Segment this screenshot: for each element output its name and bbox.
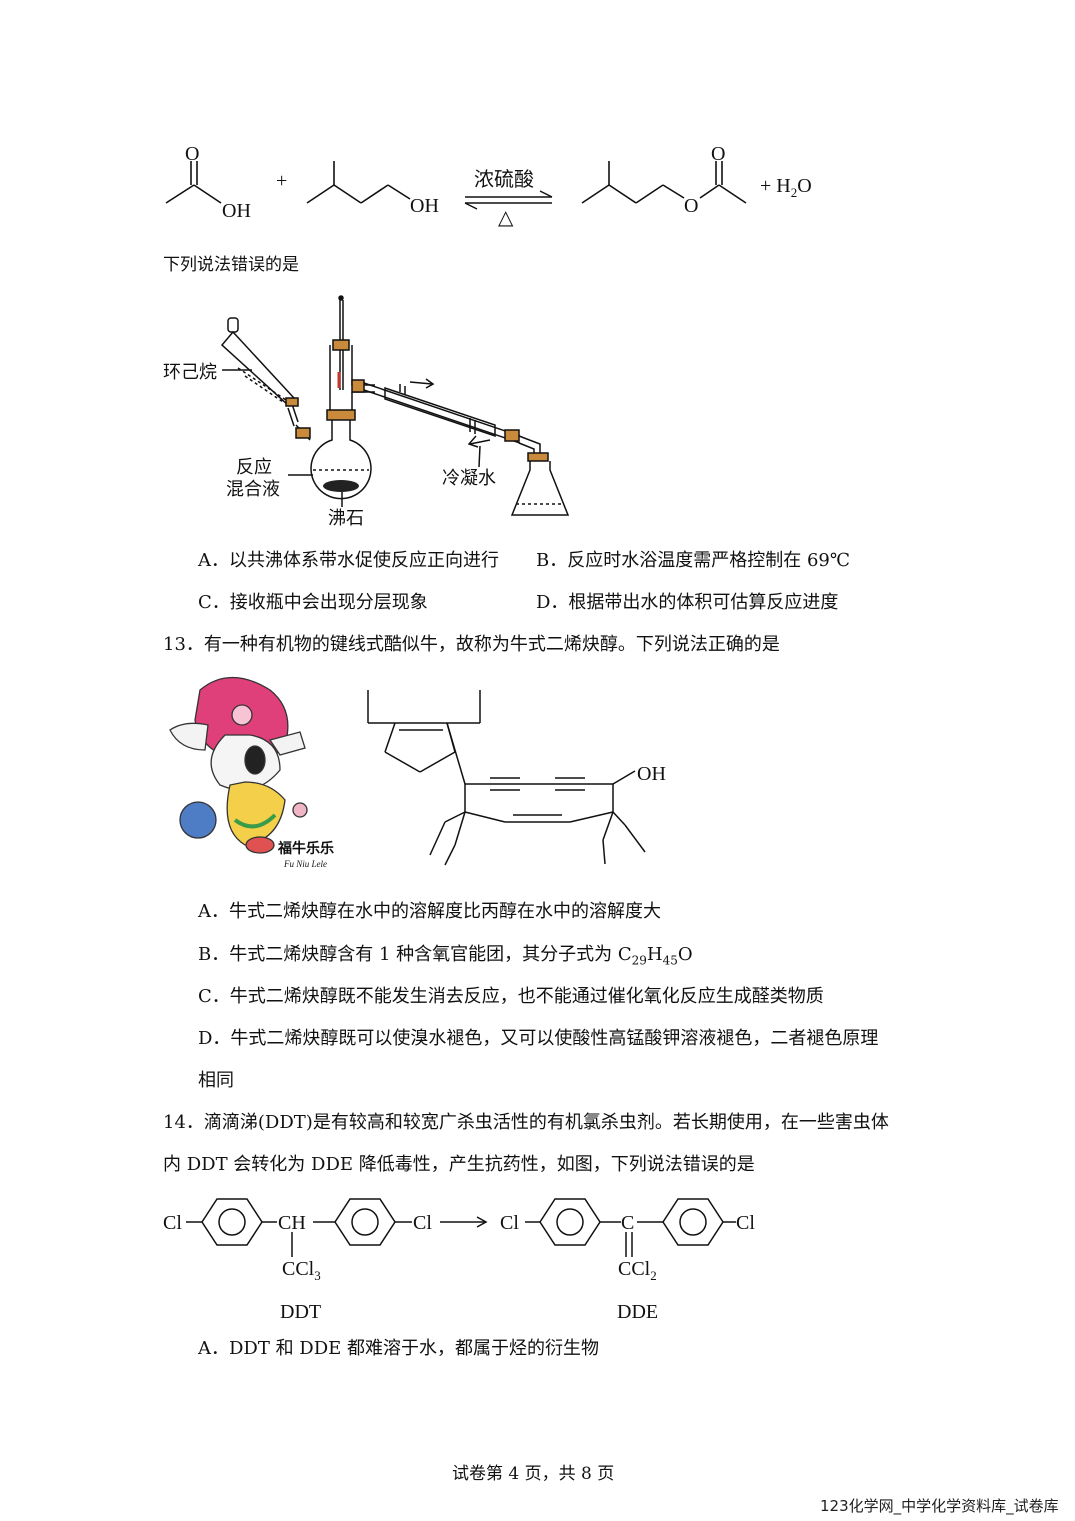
water-product: + H2O [760, 175, 812, 200]
condenser [351, 378, 541, 460]
watermark: 123化学网_中学化学资料库_试卷库 [820, 1497, 1059, 1515]
acetic-acid-structure [165, 161, 222, 204]
ddt-ccl3: CCl3 [282, 1258, 321, 1283]
dienynol-oh-label: OH [637, 763, 666, 785]
acid-o-label: O [185, 143, 199, 165]
ester-carbonyl-o-label: O [711, 143, 725, 165]
dde-cl-right: Cl [736, 1212, 755, 1234]
dde-cl-left: Cl [500, 1212, 519, 1234]
q12-option-a: A．以共沸体系带水促使反应正向进行 [198, 550, 499, 571]
dde-ccl2: CCl2 [618, 1258, 657, 1283]
ddt-cl-left: Cl [163, 1212, 182, 1234]
esterification-reaction: O OH + OH 浓硫酸 △ O O + H2O [165, 143, 812, 229]
isoamyl-alcohol-structure [306, 161, 411, 204]
q14-option-a: A．DDT 和 DDE 都难溶于水，都属于烃的衍生物 [198, 1338, 600, 1359]
label-cyclohexane: 环己烷 [163, 362, 217, 382]
ddt-dde-reaction: Cl CH Cl CCl3 DDT Cl C Cl CCl2 DDE [163, 1198, 755, 1323]
q13-option-c: C．牛式二烯炔醇既不能发生消去反应，也不能通过催化氧化反应生成醛类物质 [198, 986, 824, 1007]
q13-option-d-line1: D．牛式二烯炔醇既可以使溴水褪色，又可以使酸性高锰酸钾溶液褪色，二者褪色原理 [198, 1028, 879, 1049]
alcohol-oh-label: OH [410, 195, 439, 217]
equilibrium-arrows [464, 190, 553, 210]
q14-stem-line1: 14．滴滴涕(DDT)是有较高和较宽广杀虫活性的有机氯杀虫剂。若长期使用，在一些… [163, 1112, 889, 1133]
q12-option-c: C．接收瓶中会出现分层现象 [198, 592, 428, 613]
q13-option-a: A．牛式二烯炔醇在水中的溶解度比丙醇在水中的溶解度大 [198, 901, 661, 922]
label-mixture-line1: 反应 [236, 457, 272, 477]
acid-oh-label: OH [222, 200, 251, 222]
label-mixture-line2: 混合液 [226, 479, 280, 499]
mascot-subcaption: Fu Niu Lele [283, 859, 327, 869]
plus-sign: + [276, 170, 287, 192]
round-bottom-flask [310, 420, 372, 500]
heat-symbol: △ [498, 207, 514, 229]
q12-option-b: B．反应时水浴温度需严格控制在 69℃ [536, 550, 850, 571]
apparatus-diagram: 环己烷 反应 混合液 沸石 冷凝水 [163, 295, 570, 528]
ester-o-label: O [684, 195, 698, 217]
dde-c: C [621, 1212, 634, 1234]
q13-stem: 13．有一种有机物的键线式酷似牛，故称为牛式二烯炔醇。下列说法正确的是 [163, 634, 780, 655]
ddt-cl-right: Cl [413, 1212, 432, 1234]
label-cooling-water: 冷凝水 [442, 468, 496, 488]
q12-prompt: 下列说法错误的是 [163, 255, 299, 275]
isoamyl-acetate-structure [581, 161, 747, 204]
dde-label: DDE [617, 1301, 658, 1323]
ddt-ch: CH [278, 1212, 306, 1234]
q13-option-b: B．牛式二烯炔醇含有 1 种含氧官能团，其分子式为 C29H45O [198, 944, 693, 968]
catalyst-label: 浓硫酸 [474, 168, 534, 191]
label-boiling-stone: 沸石 [328, 508, 364, 528]
separatory-funnel [220, 317, 311, 441]
q12-option-d: D．根据带出水的体积可估算反应进度 [536, 592, 839, 613]
q14-stem-line2: 内 DDT 会转化为 DDE 降低毒性，产生抗药性，如图，下列说法错误的是 [163, 1154, 755, 1175]
q13-option-d-line2: 相同 [198, 1070, 234, 1091]
dienynol-structure: OH [367, 690, 666, 866]
mascot-image: 福牛乐乐 Fu Niu Lele [169, 677, 334, 869]
page-footer: 试卷第 4 页，共 8 页 [452, 1464, 615, 1484]
receiving-flask [510, 452, 570, 516]
mascot-caption: 福牛乐乐 [277, 840, 334, 857]
ddt-label: DDT [280, 1301, 321, 1323]
